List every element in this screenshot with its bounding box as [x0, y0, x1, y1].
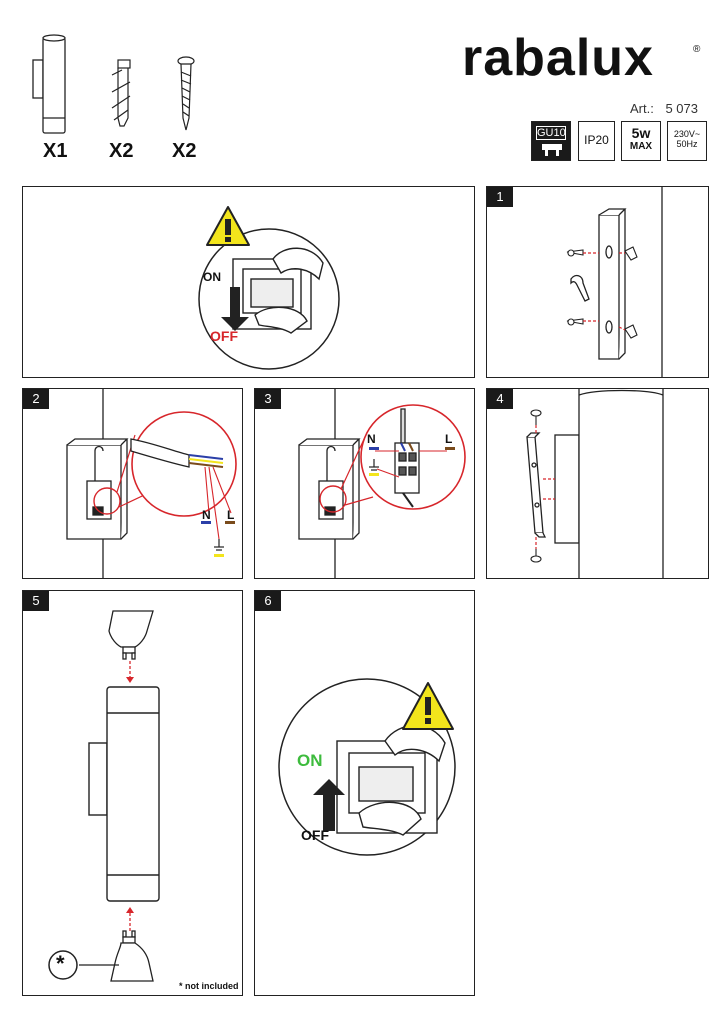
hook-icon: [570, 274, 590, 302]
screw-left-top-icon: [566, 249, 584, 257]
power-badge: 5w MAX: [621, 121, 661, 161]
switch-box-icon: [336, 724, 446, 836]
step-number: 3: [255, 389, 281, 409]
parts-illustration: [32, 34, 195, 134]
off-label: OFF: [301, 827, 329, 843]
plug-qty: X2: [109, 140, 134, 162]
gu10-bulb-top-icon: [108, 610, 154, 660]
cable-icon: [130, 438, 224, 468]
power-max: MAX: [629, 141, 653, 152]
article-label: Art.:: [630, 101, 654, 116]
dowel-icon: [624, 246, 638, 261]
footnote-mark: *: [179, 981, 183, 991]
mounting-bracket-icon: [598, 208, 627, 360]
lamp-mounted-icon: [554, 389, 664, 578]
warning-icon: [402, 682, 454, 730]
screw-bottom-icon: [530, 549, 542, 563]
step-number: 4: [487, 389, 513, 409]
footnote-text: not included: [185, 981, 239, 991]
socket-label: GU10: [536, 126, 566, 140]
not-included-marker: [48, 950, 78, 980]
neutral-label: N: [202, 508, 211, 522]
neutral-label: N: [367, 432, 376, 446]
warning-icon: [206, 206, 250, 246]
lamp-qty: X1: [43, 140, 68, 162]
screw-qty: X2: [172, 140, 197, 162]
panel-step-6: 6 ON OFF: [254, 590, 475, 996]
live-label: L: [227, 508, 235, 522]
on-label: ON: [203, 270, 221, 284]
brand-logo: rabalux: [462, 29, 654, 87]
footnote: * not included: [179, 981, 239, 991]
lamp-body-icon: [88, 686, 160, 902]
switch-box-icon: [232, 247, 324, 334]
screw-icon: [177, 56, 195, 131]
lamp-part-icon: [32, 34, 66, 134]
panel-step-4: 4: [486, 388, 709, 579]
step-number: 6: [255, 591, 281, 611]
live-label: L: [445, 432, 453, 446]
on-label: ON: [297, 751, 323, 770]
voltage-badge: 230V~ 50Hz: [667, 121, 707, 161]
article-value: 5 073: [665, 101, 699, 116]
bracket-side-icon: [526, 432, 547, 538]
gu10-bulb-icon: [542, 144, 562, 156]
ip-badge: IP20: [578, 121, 615, 161]
screw-top-icon: [530, 409, 542, 425]
socket-badge: GU10: [531, 121, 571, 161]
wall-box-icon: [298, 438, 361, 540]
step-number: 5: [23, 591, 49, 611]
step-number: 1: [487, 187, 513, 207]
panel-step-5: 5 * * not included: [22, 590, 243, 996]
panel-step-2: 2 N L: [22, 388, 243, 579]
panel-step-1: 1: [486, 186, 709, 378]
step-number: 2: [23, 389, 49, 409]
panel-switch-off: ON OFF: [22, 186, 475, 378]
earth-symbol-icon: [214, 539, 224, 551]
frequency-value: 50Hz: [676, 139, 698, 149]
power-value: 5w: [631, 125, 651, 141]
arrow-up-icon: [313, 779, 345, 831]
asterisk-mark: *: [56, 951, 65, 976]
gu10-bulb-bottom-icon: [110, 930, 154, 982]
off-label: OFF: [210, 328, 238, 344]
arrow-down-icon: [221, 287, 249, 331]
voltage-value: 230V~: [673, 129, 701, 139]
panel-step-3: 3: [254, 388, 475, 579]
registered-mark: ®: [693, 44, 701, 55]
article-number: Art.: 5 073: [630, 101, 698, 116]
wall-plug-icon: [111, 59, 131, 127]
earth-symbol-icon: [369, 459, 379, 471]
